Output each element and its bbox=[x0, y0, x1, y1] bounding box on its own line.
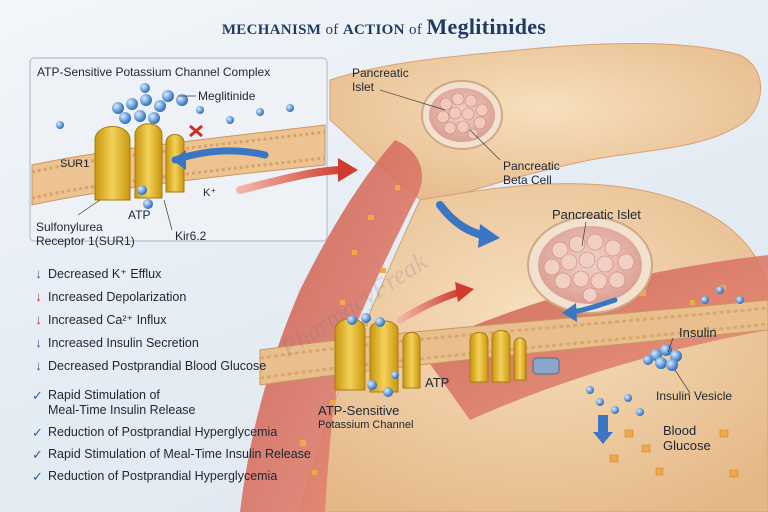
title-word-mechanism: MECHANISM bbox=[221, 22, 322, 38]
arrow-down-icon: ↓ bbox=[35, 265, 42, 281]
katp-channel-medium bbox=[469, 330, 560, 383]
arrow-down-icon: ↓ bbox=[35, 311, 42, 327]
benefit-item: ✓ Reduction of Postprandial Hyperglycemia bbox=[32, 425, 311, 440]
arrow-down-icon: ↓ bbox=[35, 334, 42, 350]
checkmark-icon: ✓ bbox=[32, 388, 43, 403]
inset-title: ATP-Sensitive Potassium Channel Complex bbox=[37, 65, 271, 79]
islet-top-label-line2: Islet bbox=[352, 80, 375, 94]
katp-channel-large bbox=[334, 313, 421, 397]
title-word-of2: of bbox=[409, 22, 423, 38]
checkmark-icon: ✓ bbox=[32, 425, 43, 440]
insulin-granules bbox=[586, 286, 744, 416]
atp-inset-label: ATP bbox=[128, 208, 151, 222]
sur1-tag-label: SUR1 bbox=[60, 158, 90, 170]
effect-text: Increased Depolarization bbox=[48, 289, 187, 304]
insulin-vesicle-label: Insulin Vesicle bbox=[656, 389, 733, 403]
arrow-down-icon: ↓ bbox=[35, 357, 42, 373]
red-arrow-inset-to-pancreas bbox=[236, 166, 349, 194]
sur1-label-line2: Receptor 1(SUR1) bbox=[36, 234, 135, 248]
katp-label-line2: Potassium Channel bbox=[318, 419, 414, 431]
title-word-drug: Meglitinides bbox=[426, 14, 547, 39]
title-word-of: of bbox=[325, 22, 339, 38]
beta-cell-label-line2: Beta Cell bbox=[503, 173, 552, 187]
islet-mid-label: Pancreatic Islet bbox=[552, 207, 641, 222]
effect-item: ↓ Decreased Postprandial Blood Glucose bbox=[32, 354, 266, 377]
sur1-label-line1: Sulfonylurea bbox=[36, 220, 103, 234]
effect-item: ↓ Increased Ca²⁺ Influx bbox=[32, 308, 266, 331]
title-word-action: ACTION bbox=[342, 22, 405, 38]
effect-item: ↓ Decreased K⁺ Efflux bbox=[32, 262, 266, 285]
blood-glucose-label-line2: Glucose bbox=[663, 438, 711, 453]
kir62-label: Kir6.2 bbox=[175, 229, 207, 243]
katp-label-line1: ATP-Sensitive bbox=[318, 403, 400, 418]
beta-cell-label-line1: Pancreatic bbox=[503, 159, 560, 173]
benefit-item: ✓ Reduction of Postprandial Hyperglycemia bbox=[32, 469, 311, 484]
k-ion-label: K⁺ bbox=[203, 187, 217, 199]
atp-main-label: ATP bbox=[425, 375, 450, 390]
blood-glucose-label-line1: Blood bbox=[663, 423, 697, 438]
effect-text: Decreased K⁺ Efflux bbox=[48, 266, 162, 281]
benefit-text: Rapid Stimulation of bbox=[48, 388, 160, 402]
benefit-item: ✓ Rapid Stimulation of Meal-Time Insulin … bbox=[32, 447, 311, 462]
checkmark-icon: ✓ bbox=[32, 469, 43, 484]
insulin-label: Insulin bbox=[679, 325, 717, 340]
pancreatic-islet-top bbox=[421, 80, 503, 150]
effect-item: ↓ Increased Insulin Secretion bbox=[32, 331, 266, 354]
arrow-down-icon: ↓ bbox=[35, 288, 42, 304]
effect-text: Increased Insulin Secretion bbox=[48, 335, 199, 350]
inset-box bbox=[29, 57, 328, 242]
benefit-text: Reduction of Postprandial Hyperglycemia bbox=[48, 425, 278, 439]
effect-text: Decreased Postprandial Blood Glucose bbox=[48, 358, 267, 373]
effect-text: Increased Ca²⁺ Influx bbox=[48, 312, 167, 327]
pancreatic-islet-mid bbox=[527, 216, 653, 314]
red-arrow-channel-up bbox=[396, 288, 464, 324]
effect-item: ↓ Increased Depolarization bbox=[32, 285, 266, 308]
meglitinide-label: Meglitinide bbox=[198, 89, 256, 103]
islet-top-label-line1: Pancreatic bbox=[352, 66, 409, 80]
effects-list: ↓ Decreased K⁺ Efflux ↓ Increased Depolari… bbox=[32, 262, 266, 377]
benefit-text-line2: Meal-Time Insulin Release bbox=[48, 403, 196, 417]
glucose-particles bbox=[609, 429, 739, 478]
checkmark-icon: ✓ bbox=[32, 447, 43, 462]
benefit-text: Reduction of Postprandial Hyperglycemia bbox=[48, 469, 278, 483]
page-title: MECHANISM of ACTION of Meglitinides bbox=[0, 14, 768, 40]
benefit-text: Rapid Stimulation of Meal-Time Insulin R… bbox=[48, 447, 311, 461]
